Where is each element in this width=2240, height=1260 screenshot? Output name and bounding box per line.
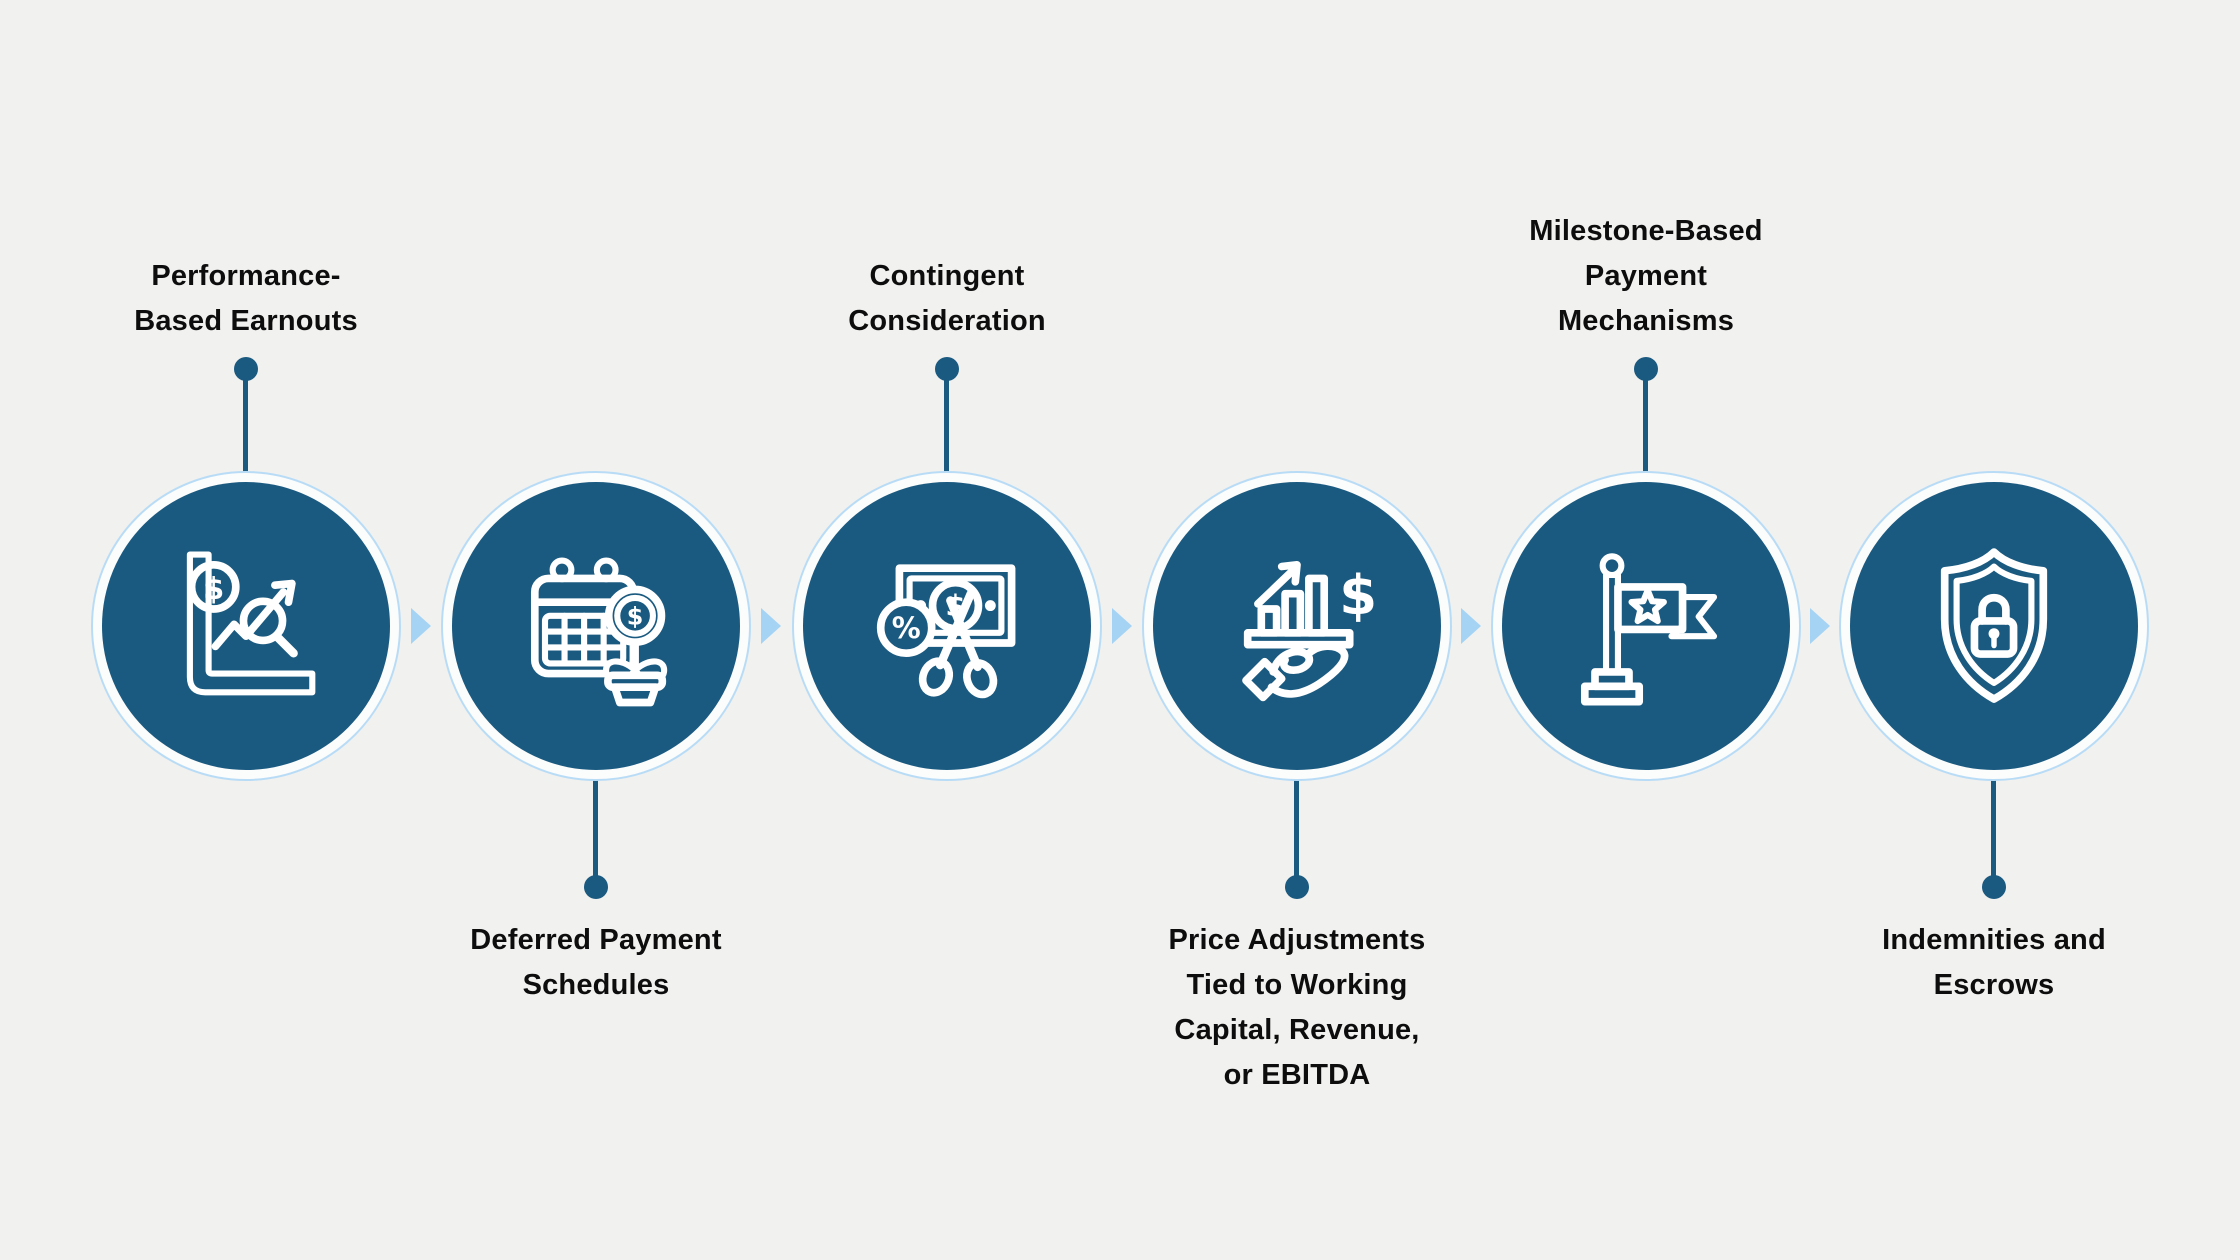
connector-line	[243, 379, 248, 472]
step-circle-fill: $	[102, 482, 390, 770]
arrow-right-icon	[1810, 608, 1830, 644]
connector-line	[1643, 379, 1648, 472]
step-circle-fill: $	[1153, 482, 1441, 770]
connector-dot	[1982, 875, 2006, 899]
step-circle: $	[441, 471, 751, 781]
step-circle: $ %	[792, 471, 1102, 781]
svg-text:$: $	[627, 602, 644, 630]
banknote-scissors-percent-icon: $ %	[876, 564, 1016, 699]
connector-line	[944, 379, 949, 472]
step-label: Milestone-Based Payment Mechanisms	[1529, 215, 1763, 337]
step-circle-fill: $ %	[803, 482, 1091, 770]
step-circle-fill: $	[452, 482, 740, 770]
step-circle	[1839, 471, 2149, 781]
arrow-right-icon	[411, 608, 431, 644]
svg-text:%: %	[892, 611, 921, 645]
hand-bar-chart-dollar-icon: $	[1242, 560, 1377, 702]
arrow-right-icon	[1112, 608, 1132, 644]
step-group-3: Contingent Consideration $ %	[747, 0, 1147, 1260]
step-label: Deferred Payment Schedules	[470, 924, 722, 1001]
step-label: Contingent Consideration	[848, 260, 1046, 337]
step-circle: $	[1142, 471, 1452, 781]
step-label: Performance- Based Earnouts	[134, 260, 358, 337]
step-group-1: Performance- Based Earnouts $	[46, 0, 446, 1260]
connector-line	[593, 779, 598, 876]
milestone-flag-icon	[1580, 553, 1718, 706]
step-circle: $	[91, 471, 401, 781]
step-group-6: Indemnities and Escrows	[1794, 0, 2194, 1260]
step-circle	[1491, 471, 1801, 781]
step-group-5: Milestone-Based Payment Mechanisms	[1446, 0, 1846, 1260]
arrow-right-icon	[761, 608, 781, 644]
shield-lock-icon	[1940, 548, 2048, 703]
connector-dot	[935, 357, 959, 381]
connector-dot	[234, 357, 258, 381]
svg-text:$: $	[1339, 564, 1377, 627]
svg-text:$: $	[203, 572, 224, 607]
connector-line	[1294, 779, 1299, 876]
step-circle-fill	[1502, 482, 1790, 770]
connector-dot	[584, 875, 608, 899]
step-group-4: Price Adjustments Tied to Working Capita…	[1097, 0, 1497, 1260]
step-label: Price Adjustments Tied to Working Capita…	[1168, 924, 1426, 1091]
connector-line	[1991, 779, 1996, 876]
connector-dot	[1634, 357, 1658, 381]
calendar-money-plant-icon: $	[530, 557, 668, 707]
step-label: Indemnities and Escrows	[1882, 924, 2106, 1001]
arrow-right-icon	[1461, 608, 1481, 644]
connector-dot	[1285, 875, 1309, 899]
step-circle-fill	[1850, 482, 2138, 770]
chart-growth-magnifier-icon: $	[186, 551, 316, 696]
step-group-2: Deferred Payment Schedules $	[396, 0, 796, 1260]
